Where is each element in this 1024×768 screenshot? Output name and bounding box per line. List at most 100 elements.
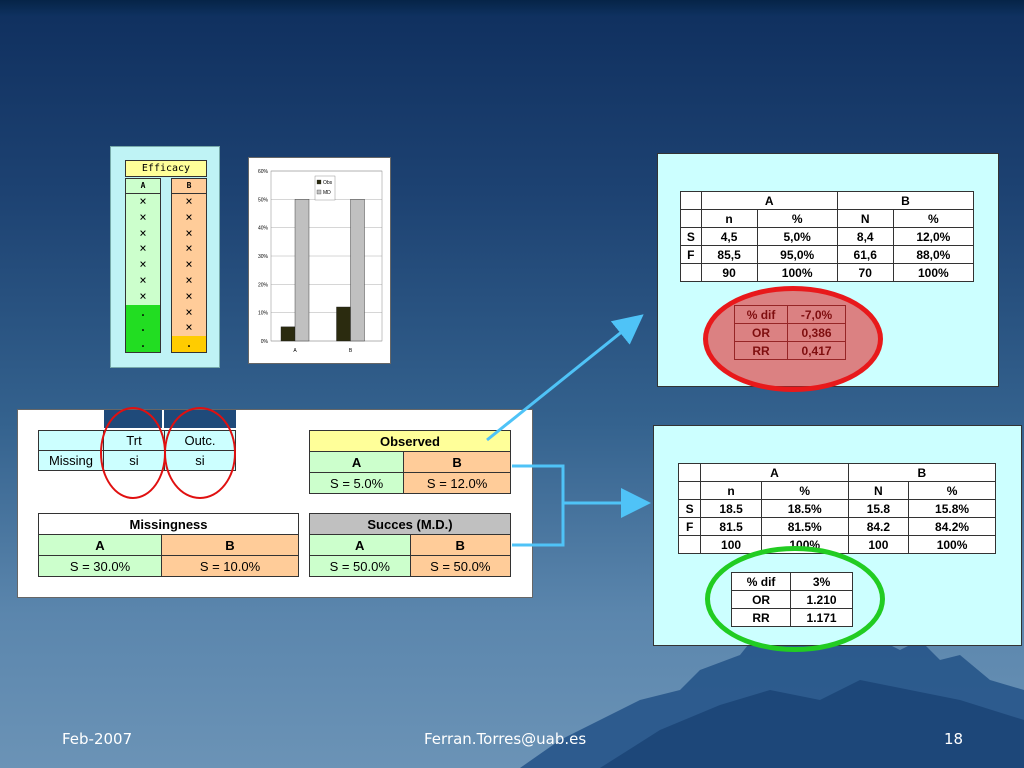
efficacy-col_b-cell: ×	[172, 209, 206, 226]
efficacy-col_a-cell: .	[126, 320, 160, 337]
bottom-right-cell: 15.8	[847, 499, 910, 518]
top-right-cell: 100%	[892, 263, 975, 282]
efficacy-col_a-cell: ×	[126, 272, 160, 289]
footer-page-number: 18	[944, 730, 964, 748]
bottom-right-cell: 100%	[908, 535, 996, 554]
efficacy-col_a-cell: .	[126, 336, 160, 352]
bottom-right-row-label	[677, 535, 702, 554]
bottom-right-row-label: S	[677, 499, 702, 518]
chart-legend-swatch	[316, 189, 322, 195]
bottom-right-cell: 100	[847, 535, 910, 554]
chart-legend-label: Obs	[323, 180, 333, 186]
bottom-right-subheader: n	[700, 481, 762, 500]
bottom-right-group-b: B	[847, 463, 997, 482]
efficacy-col_b-cell: ×	[172, 241, 206, 258]
missingness-b-value: S = 10.0%	[161, 555, 299, 577]
efficacy-col_b-cell: ×	[172, 304, 206, 321]
bottom-right-subheader: %	[908, 481, 996, 500]
missingness-a-value: S = 30.0%	[38, 555, 162, 577]
bottom-right-cell: 18.5	[700, 499, 762, 518]
bottom-right-cell: 84.2%	[908, 517, 996, 536]
efficacy-column-b: B ×××××××××.	[171, 178, 207, 353]
top-right-cell: 5,0%	[756, 227, 838, 246]
efficacy-column-a: A ×××××××...	[125, 178, 161, 353]
efficacy-col_a-cell: ×	[126, 241, 160, 258]
bottom-right-cell: 100	[700, 535, 762, 554]
efficacy-col_a-cell: ×	[126, 288, 160, 305]
chart-y-tick-label: 60%	[258, 169, 269, 175]
succes-b-value: S = 50.0%	[409, 555, 511, 577]
efficacy-col_b-cell: ×	[172, 257, 206, 273]
top-right-group-b: B	[836, 191, 975, 210]
efficacy-col_b-cell: ×	[172, 194, 206, 210]
top-right-cell: 61,6	[836, 245, 894, 264]
chart-legend-swatch	[316, 179, 322, 185]
top-right-cell: 8,4	[836, 227, 894, 246]
efficacy-col_b-cell: ×	[172, 225, 206, 242]
chart-y-tick-label: 50%	[258, 197, 269, 203]
succes-b-label: B	[409, 534, 511, 556]
bottom-right-green-oval	[705, 546, 885, 652]
top-right-subheader: n	[700, 209, 758, 228]
observed-a-value: S = 5.0%	[308, 472, 405, 494]
bottom-right-subheader: N	[847, 481, 910, 500]
chart-legend-label: MD	[323, 190, 331, 196]
outc-highlight-circle	[164, 407, 236, 499]
top-right-subheader: %	[892, 209, 975, 228]
chart-y-tick-label: 0%	[261, 339, 269, 345]
efficacy-col-b-label: B	[172, 179, 206, 194]
top-right-cell: 4,5	[700, 227, 758, 246]
efficacy-col_b-cell: .	[172, 336, 206, 352]
missingness-b-label: B	[161, 534, 299, 556]
top-right-cell: 70	[836, 263, 894, 282]
efficacy-col_a-cell: ×	[126, 225, 160, 242]
top-right-cell: 85,5	[700, 245, 758, 264]
chart-y-tick-label: 20%	[258, 282, 269, 288]
top-right-subheader: N	[836, 209, 894, 228]
footer-email: Ferran.Torres@uab.es	[424, 730, 587, 748]
chart-bar-md-a	[294, 199, 310, 342]
efficacy-col_b-cell: ×	[172, 288, 206, 305]
bottom-right-cell: 15.8%	[908, 499, 996, 518]
bottom-right-cell: 81.5%	[760, 517, 849, 536]
efficacy-col_a-cell: ×	[126, 257, 160, 273]
top-right-red-oval	[703, 286, 883, 392]
top-right-cell: 88,0%	[892, 245, 975, 264]
efficacy-panel: Efficacy A ×××××××... B ×××××××××.	[110, 146, 220, 368]
missing-row-label: Missing	[38, 450, 104, 471]
observed-b-value: S = 12.0%	[403, 472, 511, 494]
efficacy-col_a-cell: .	[126, 304, 160, 321]
efficacy-col_b-cell: ×	[172, 272, 206, 289]
observed-title: Observed	[309, 430, 511, 452]
bottom-right-cell: 18.5%	[760, 499, 849, 518]
top-right-row-label: F	[680, 245, 702, 264]
bottom-right-cell: 84.2	[847, 517, 910, 536]
efficacy-col_a-cell: ×	[126, 209, 160, 226]
top-right-subheader: %	[756, 209, 838, 228]
chart-y-tick-label: 10%	[258, 311, 269, 317]
chart-x-tick-label: A	[293, 348, 297, 354]
top-right-cell: 95,0%	[756, 245, 838, 264]
top-right-group-a: A	[700, 191, 838, 210]
efficacy-col_b-cell: ×	[172, 320, 206, 337]
top-bar	[0, 0, 1024, 16]
efficacy-title: Efficacy	[125, 160, 207, 177]
top-right-cell: 100%	[756, 263, 838, 282]
succes-a-value: S = 50.0%	[309, 555, 411, 577]
missingness-title: Missingness	[38, 513, 299, 535]
footer-date: Feb-2007	[62, 730, 133, 748]
chart-y-tick-label: 40%	[258, 226, 269, 232]
efficacy-col-a-label: A	[126, 179, 160, 194]
